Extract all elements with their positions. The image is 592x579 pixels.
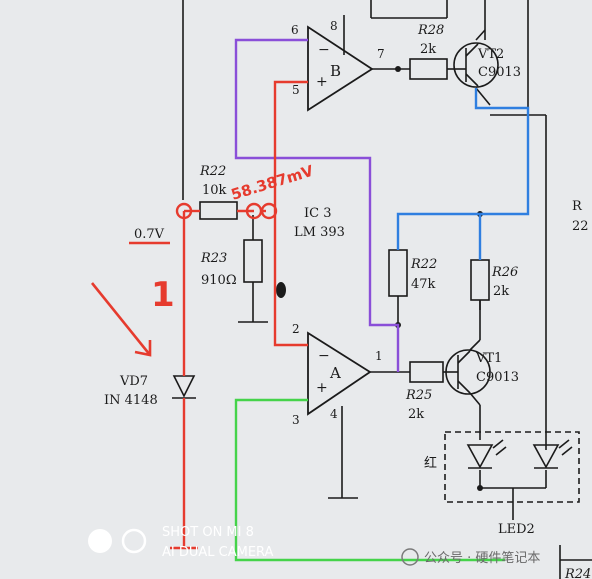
vt2-part: C9013 [478, 65, 521, 80]
vd7-ref: VD7 [119, 374, 148, 389]
ic3-part: LM 393 [294, 225, 345, 240]
opamp-b-pin8: 8 [330, 19, 338, 33]
r22-top-ref: R22 [199, 164, 226, 179]
black-wiring [182, 0, 592, 579]
led-color-label: 红 [424, 455, 437, 471]
edge-label-r: R [572, 199, 583, 214]
led2-leds [466, 439, 573, 469]
edge-label-r24: R24 [564, 567, 591, 579]
opamp-b-symbol [307, 25, 374, 112]
led2-ref: LED2 [498, 522, 535, 537]
account-watermark: 公众号 · 硬件笔记本 [401, 548, 540, 566]
r22-top-value: 10k [202, 183, 227, 198]
opamp-a-pin2: 2 [292, 322, 300, 336]
opamp-a-pin1: 1 [375, 349, 383, 363]
vt2-transistor [453, 42, 499, 88]
red-probe-circles [175, 202, 278, 220]
opamp-b-pin7: 7 [377, 47, 385, 61]
wechat-icon [401, 548, 419, 566]
opamp-a-plus-sign: + [316, 380, 328, 396]
blue-wire [396, 88, 530, 250]
r23-ref: R23 [200, 251, 227, 266]
r28-resistor [409, 58, 448, 80]
watermark-dot-icon [88, 529, 112, 553]
green-wire [234, 398, 505, 562]
opamp-b-minus-sign: − [318, 42, 330, 58]
r23-value: 910Ω [201, 273, 237, 288]
marker-number: 1 [151, 275, 175, 315]
ic3-ref: IC 3 [304, 206, 332, 221]
vt1-ref: VT1 [475, 351, 502, 366]
vt1-transistor [445, 349, 491, 395]
edge-label-22: 22 [572, 219, 589, 234]
r25-ref: R25 [405, 388, 432, 403]
opamp-b-plus-sign: + [316, 74, 328, 90]
red-arrow [90, 282, 152, 357]
camera-watermark: SHOT ON MI 8 AI DUAL CAMERA [88, 525, 274, 560]
opamp-b-pin5: 5 [292, 83, 300, 97]
opamp-a-pin4: 4 [330, 407, 338, 421]
opamp-a-pin3: 3 [292, 413, 300, 427]
opamp-a-minus-sign: − [318, 348, 330, 364]
r26-value: 2k [493, 284, 509, 299]
r22-mid-ref: R22 [410, 257, 437, 272]
opamp-a-name: A [329, 364, 341, 382]
opamp-a-symbol [307, 331, 372, 416]
opamp-b-name: B [330, 62, 341, 80]
r26-ref: R26 [491, 265, 518, 280]
vd-voltage-label: 0.7V [134, 227, 165, 242]
r28-ref: R28 [417, 23, 444, 38]
purple-wire [234, 38, 400, 372]
camera-watermark-line2: AI DUAL CAMERA [162, 545, 274, 560]
r22-mid-value: 47k [411, 277, 436, 292]
vd7-part: IN 4148 [104, 393, 158, 408]
camera-watermark-line1: SHOT ON MI 8 [162, 525, 254, 540]
watermark-ring-icon [121, 528, 147, 554]
r25-resistor [409, 361, 444, 383]
vt2-ref: VT2 [477, 47, 504, 62]
vt1-part: C9013 [476, 370, 519, 385]
ink-blot [276, 282, 286, 298]
r23-resistor [243, 239, 263, 283]
account-watermark-text: 公众号 · 硬件笔记本 [424, 550, 540, 566]
r28-value: 2k [420, 42, 436, 57]
opamp-b-pin6: 6 [291, 23, 299, 37]
r25-value: 2k [408, 407, 424, 422]
